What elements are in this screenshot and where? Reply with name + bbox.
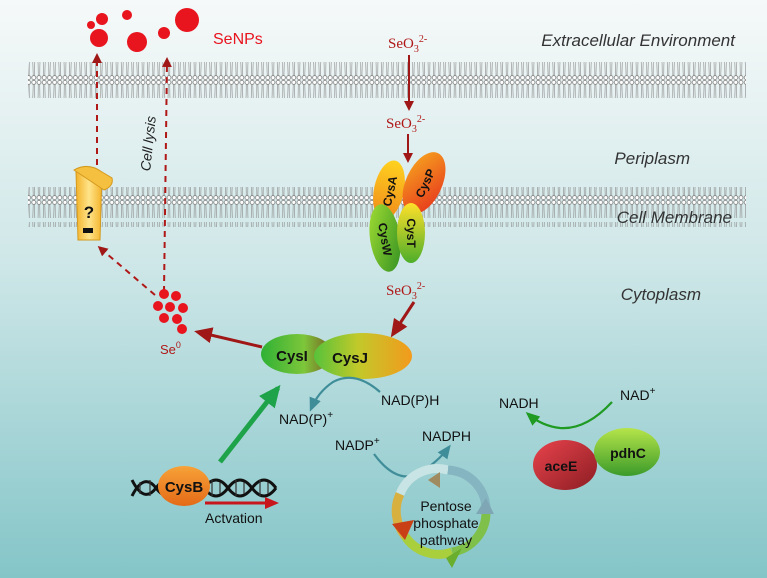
cysT-label: CysT (404, 218, 418, 248)
region-label-cytoplasm: Cytoplasm (621, 285, 701, 304)
selenite-label-periplasm: SeO32- (386, 114, 425, 135)
pdhC-protein: pdhC (594, 428, 660, 476)
region-label-membrane: Cell Membrane (617, 208, 732, 227)
nadp-plus-label: NAD(P)+ (279, 410, 333, 427)
selenite-label-extracellular: SeO32- (388, 34, 427, 55)
nadph-h-label: NAD(P)H (381, 392, 439, 408)
cycle-arrowhead-right (476, 498, 494, 514)
cell-lysis-label: Cell lysis (137, 115, 159, 172)
cysJ-protein: CysJ (314, 333, 412, 379)
senps-cluster (87, 8, 199, 52)
nad-label: NAD+ (620, 386, 656, 403)
arrow-cell-lysis (161, 57, 172, 293)
selenite-label-cytoplasm: SeO32- (386, 281, 425, 302)
region-label-periplasm: Periplasm (614, 149, 690, 168)
arrow-cysb-activates-cysij (218, 384, 281, 464)
pdh-complex: aceE pdhC (533, 428, 660, 490)
arrow-selenite-to-cysij (390, 301, 416, 338)
arrow-nadph-oxidation (309, 376, 381, 412)
aceE-label: aceE (545, 458, 578, 474)
cycle-arrowhead-bottom (446, 548, 462, 568)
nadph-label: NADPH (422, 428, 471, 444)
cysW-protein: CysW (369, 204, 401, 272)
nadh-label: NADH (499, 395, 539, 411)
cysI-protein: CysI (261, 334, 333, 374)
cysJ-label: CysJ (332, 350, 368, 367)
se0-cluster (153, 289, 188, 334)
cysW-label: CysW (375, 222, 395, 258)
arrow-se0-to-transporter (97, 246, 156, 296)
pentose-label-line2: phosphate (413, 515, 479, 531)
pentose-label-line3: pathway (420, 532, 472, 548)
se0-label: Se0 (160, 340, 181, 357)
cysP-protein: CysP (402, 152, 446, 214)
cysij-complex: CysI CysJ (261, 333, 412, 379)
cysI-label: CysI (276, 348, 308, 365)
unknown-transporter: ? (73, 166, 113, 241)
pdhC-label: pdhC (610, 445, 646, 461)
aceE-protein: aceE (533, 440, 597, 490)
region-label-extracellular: Extracellular Environment (541, 31, 736, 50)
cysA-label: CysA (380, 174, 400, 207)
cycle-arrowhead-top (428, 472, 440, 488)
nadp-label: NADP+ (335, 436, 380, 453)
activation-label: Actvation (205, 510, 263, 526)
outer-membrane (28, 58, 746, 98)
cys-transporter-complex: CysA CysP CysW CysT (369, 152, 446, 272)
pentose-label-line1: Pentose (420, 498, 472, 514)
unknown-transporter-label: ? (84, 203, 94, 222)
cysB-label: CysB (165, 479, 204, 496)
pentose-phosphate-cycle: Pentose phosphate pathway (391, 464, 494, 568)
arrow-nad-reduction (525, 401, 613, 430)
arrow-cysij-to-se0 (194, 327, 263, 349)
senps-label: SeNPs (213, 31, 263, 48)
cycle-arrowhead-left (392, 520, 414, 540)
cysT-protein: CysT (397, 203, 425, 263)
cysB-protein: CysB (158, 466, 210, 506)
